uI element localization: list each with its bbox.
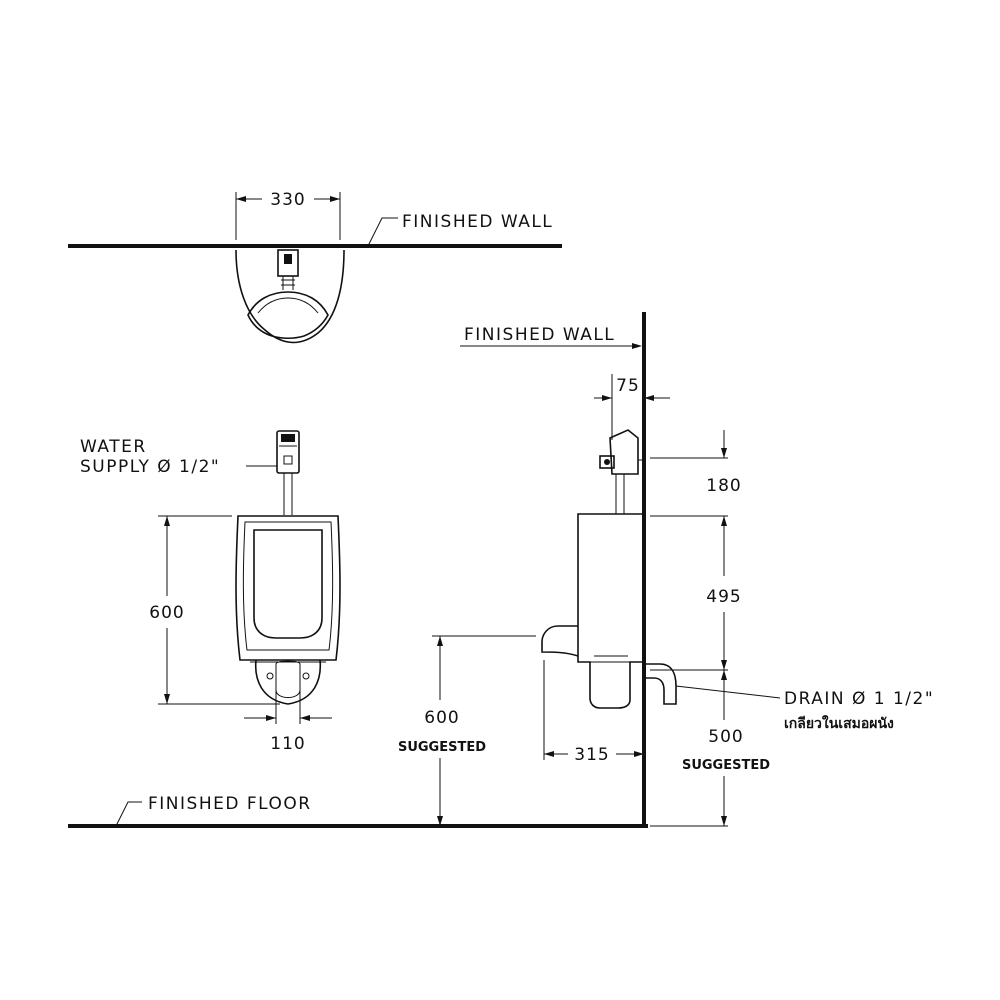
- front-urinal-bowl-opening: [253, 529, 323, 639]
- rim-dim-arrow-bottom: [437, 816, 443, 826]
- depth-dim-arrow-right: [634, 751, 644, 757]
- side-urinal-lip: [541, 625, 579, 657]
- plan-width-dimension: 330: [270, 190, 305, 210]
- side-valve-knob-icon: [604, 459, 610, 465]
- plan-dim-arrow-right: [330, 196, 340, 202]
- drain-dim-arrow-left: [266, 715, 276, 721]
- side-wall-leader-arrow: [632, 343, 642, 349]
- plan-bowl-rim: [247, 291, 329, 340]
- front-fixing-hole-left: [266, 672, 274, 680]
- depth-dim-arrow-left: [544, 751, 554, 757]
- front-fixing-hole-right: [302, 672, 310, 680]
- plan-bowl-outer: [235, 249, 345, 344]
- front-dim-arrow-top: [164, 516, 170, 526]
- finished-floor-label: FINISHED FLOOR: [148, 794, 312, 814]
- front-height-dimension: 600: [149, 603, 184, 623]
- front-urinal-body: [235, 515, 341, 661]
- drain-dim-arrow-right: [300, 715, 310, 721]
- rim-height-suggested: SUGGESTED: [398, 740, 486, 755]
- drain-height-dimension: 500: [708, 727, 743, 747]
- body-dim-arrow-top: [721, 516, 727, 526]
- drain-label: DRAIN Ø 1 1/2": [784, 689, 934, 709]
- offset-dim-arrow-right: [644, 395, 654, 401]
- drain-thai-note: เกลียวในเสมอผนัง: [784, 714, 894, 732]
- water-supply-label-line1: WATER: [80, 437, 147, 457]
- drain-height-arrow-top: [721, 670, 727, 680]
- plan-view: 330 FINISHED WALL: [68, 190, 562, 344]
- body-height-dimension: 495: [706, 587, 741, 607]
- rim-height-dimension: 600: [424, 708, 459, 728]
- depth-dimension: 315: [574, 745, 609, 765]
- side-view: FINISHED WALL 75 DRAIN Ø 1 1/2" เกลียวใน…: [460, 312, 934, 828]
- wall-offset-dimension: 75: [616, 376, 640, 396]
- side-finished-wall-label: FINISHED WALL: [464, 325, 615, 345]
- plan-valve-body: [277, 249, 299, 277]
- valve-dim-arrow: [721, 448, 727, 458]
- plan-wall-leader: [367, 217, 398, 247]
- drain-height-arrow-bottom: [721, 816, 727, 826]
- front-view: WATER SUPPLY Ø 1/2" 600 110: [80, 430, 341, 754]
- front-urinal-trap: [254, 659, 322, 705]
- front-urinal-body-inner: [242, 521, 334, 651]
- drain-leader: [675, 685, 781, 699]
- body-dim-arrow-bottom: [721, 660, 727, 670]
- front-valve-sensor-icon: [281, 434, 295, 442]
- side-valve-knob: [599, 455, 615, 469]
- valve-height-dimension: 180: [706, 476, 741, 496]
- drain-height-suggested: SUGGESTED: [682, 758, 770, 773]
- front-valve-body: [276, 430, 300, 474]
- front-valve-window: [283, 455, 293, 465]
- plan-finished-wall-label: FINISHED WALL: [402, 212, 553, 232]
- side-urinal-body: [577, 513, 645, 709]
- rim-dim-arrow-top: [437, 636, 443, 646]
- plan-valve-sensor-icon: [284, 254, 292, 264]
- plan-dim-arrow-left: [236, 196, 246, 202]
- floor: FINISHED FLOOR 600 SUGGESTED: [68, 635, 648, 828]
- drain-width-dimension: 110: [270, 734, 305, 754]
- floor-leader: [115, 801, 142, 827]
- plan-bowl-inner: [257, 297, 319, 314]
- offset-dim-arrow-left: [602, 395, 612, 401]
- front-dim-arrow-bottom: [164, 694, 170, 704]
- side-drain-elbow: [644, 663, 677, 705]
- front-urinal-drain-cover: [275, 660, 301, 698]
- water-supply-label-line2: SUPPLY Ø 1/2": [80, 457, 220, 477]
